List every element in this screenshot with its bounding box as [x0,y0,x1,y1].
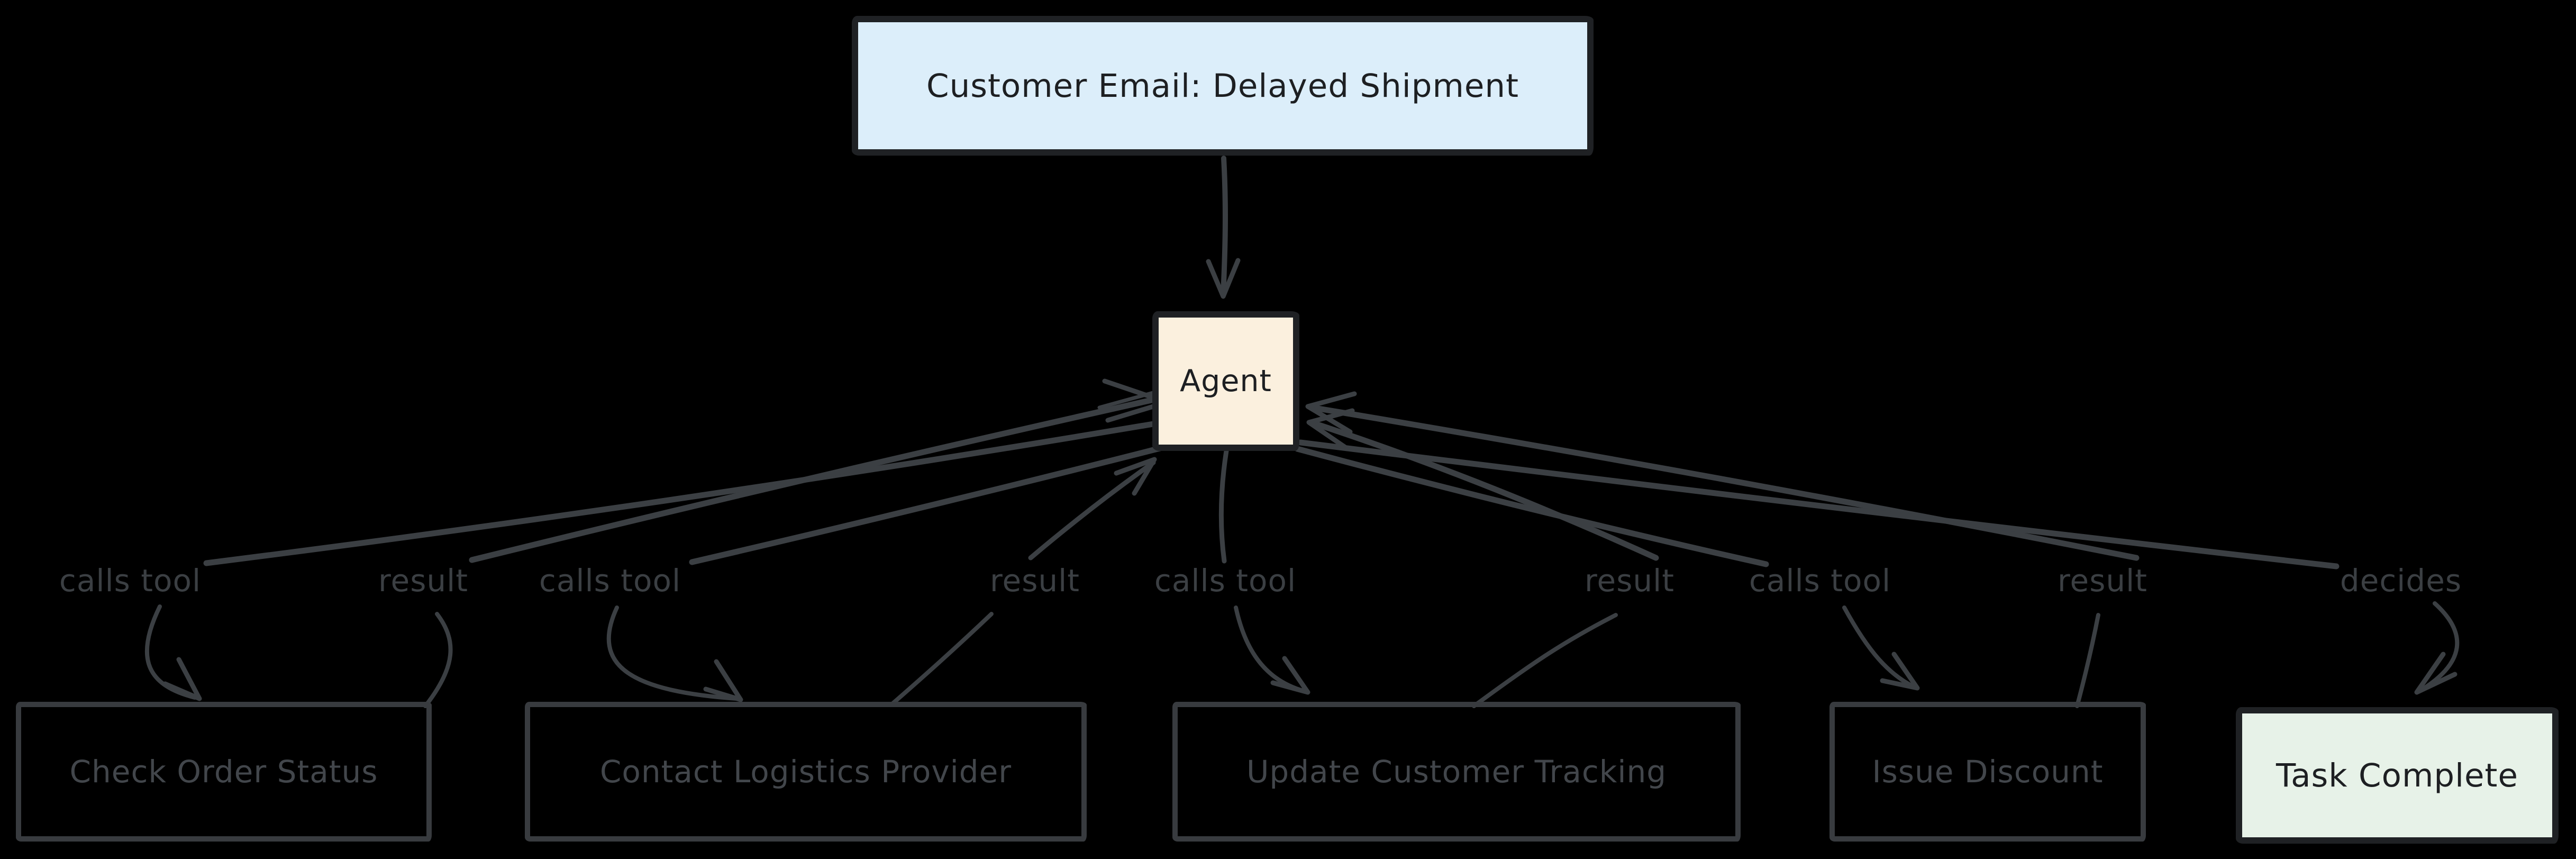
edge-decides-line [1297,439,2340,569]
edge-label-calls-tool-3: calls tool [1154,563,1297,599]
edge-result-1-line [469,388,1193,563]
edge-calls-tool-4-curve [1842,605,1916,689]
edge-calls-tool-3-line [1218,448,1229,564]
edge-label-calls-tool-2: calls tool [539,563,681,599]
edge-result-1-curve [423,612,453,708]
edge-calls-tool-4-arrowhead [1880,652,1920,691]
edge-calls-tool-3-arrowhead [1270,656,1310,695]
node-customer-email-label: Customer Email: Delayed Shipment [926,67,1519,105]
node-task-complete-label: Task Complete [2275,756,2519,794]
node-tool-contact-logistics-provider: Contact Logistics Provider [525,702,1087,842]
edge-label-calls-tool-1: calls tool [59,563,202,599]
edge-calls-tool-2-curve [606,605,739,701]
edge-label-result-1: result [378,563,469,599]
node-tool-issue-discount: Issue Discount [1829,702,2146,842]
edge-result-2-arrowhead [1114,457,1157,496]
edge-label-decides: decides [2340,563,2462,599]
edge-label-calls-tool-4: calls tool [1749,563,1891,599]
edge-decides-curve [2419,601,2460,692]
edge-decides-arrowhead [2414,652,2457,695]
edge-calls-tool-1-line [203,420,1160,566]
node-tool-contact-logistics-provider-label: Contact Logistics Provider [599,754,1012,790]
node-tool-update-customer-tracking-label: Update Customer Tracking [1246,754,1667,790]
node-agent-label: Agent [1180,364,1272,399]
edge-label-result-4: result [2057,563,2148,599]
edge-label-result-3: result [1584,563,1675,599]
edge-calls-tool-1-arrowhead [162,657,202,701]
node-task-complete: Task Complete [2236,707,2559,844]
edge-result-4-arrowhead [1305,391,1357,435]
edge-result-3-line [1308,419,1659,561]
edge-calls-tool-1-curve [144,604,197,700]
edge-result-2-segment-lower [889,612,994,707]
edge-result-2-segment-upper [1028,460,1156,560]
edge-calls-tool-2-arrowhead [703,659,743,702]
edge-email-to-agent-line [1221,156,1228,297]
node-tool-check-order-status: Check Order Status [16,702,432,842]
node-tool-issue-discount-label: Issue Discount [1872,754,2104,790]
edge-result-4-segment-lower [2075,613,2100,708]
edge-calls-tool-3-curve [1234,605,1307,693]
edge-calls-tool-4-line [1294,446,1769,567]
node-customer-email: Customer Email: Delayed Shipment [852,16,1594,156]
node-tool-update-customer-tracking: Update Customer Tracking [1172,702,1741,842]
node-agent: Agent [1152,311,1299,451]
edge-email-to-agent-arrowhead [1206,258,1241,299]
edge-result-4-segment-upper [1309,404,2140,561]
edge-calls-tool-2-line [689,445,1165,565]
edge-label-result-2: result [989,563,1080,599]
node-tool-check-order-status-label: Check Order Status [69,754,378,790]
edge-result-3-curve [1472,613,1618,708]
arrows-group [144,156,2460,708]
